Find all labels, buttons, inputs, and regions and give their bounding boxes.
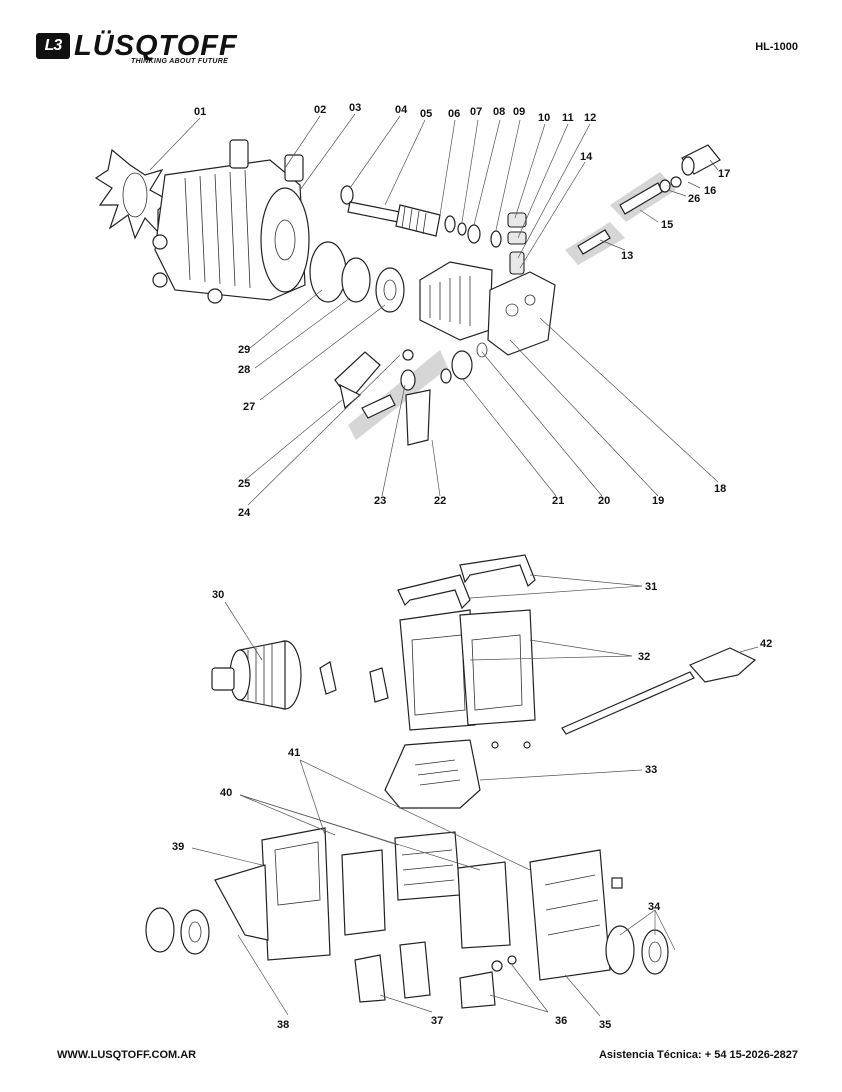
label-38: 38 [277,1019,289,1031]
leader-lines-lower [191,574,759,1017]
label-24: 24 [238,507,251,519]
pump-lower-parts [334,342,488,446]
label-15: 15 [661,219,673,231]
shaft-and-seals-parts [340,185,527,275]
gaskets-parts [309,241,405,313]
label-33: 33 [645,764,657,776]
label-04: 04 [395,104,408,116]
label-09: 09 [513,106,525,118]
label-20: 20 [598,495,610,507]
label-22: 22 [434,495,446,507]
motor-brackets-parts [354,941,517,1009]
label-21: 21 [552,495,564,507]
motor-housing-part [152,139,310,304]
label-23: 23 [374,495,386,507]
label-11: 11 [562,112,574,124]
label-03: 03 [349,102,361,114]
label-37: 37 [431,1015,443,1027]
label-40: 40 [220,787,232,799]
label-19: 19 [652,495,664,507]
label-02: 02 [314,104,326,116]
label-25: 25 [238,478,250,490]
labels-lower: 30 31 32 42 33 41 40 39 34 38 37 36 35 [172,581,772,1031]
label-14: 14 [580,151,593,163]
label-13: 13 [621,250,633,262]
label-17: 17 [718,168,730,180]
label-32: 32 [638,651,650,663]
logo-mark: L3 [36,33,70,59]
label-06: 06 [448,108,460,120]
label-16: 16 [704,185,716,197]
label-10: 10 [538,112,550,124]
footer-support: Asistencia Técnica: + 54 15-2026-2827 [598,1049,798,1061]
labels-upper: 01 02 03 04 05 06 07 08 09 10 11 12 14 1… [194,102,730,519]
label-30: 30 [212,589,224,601]
label-07: 07 [470,106,482,118]
label-36: 36 [555,1015,567,1027]
frame-bars-part [397,554,536,610]
label-12: 12 [584,112,596,124]
footer-website[interactable]: WWW.LUSQTOFF.COM.AR [57,1049,197,1061]
cabinet-part [399,609,536,731]
label-31: 31 [645,581,657,593]
label-01: 01 [194,106,206,118]
label-34: 34 [648,901,661,913]
label-26: 26 [688,193,700,205]
label-27: 27 [243,401,255,413]
label-29: 29 [238,344,250,356]
body-housings-parts [214,827,623,981]
base-part [384,739,531,809]
pump-head-part [419,261,556,356]
hose-reel-part [211,640,389,710]
label-35: 35 [599,1019,611,1031]
label-08: 08 [493,106,505,118]
brand-tagline: THINKING ABOUT FUTURE [131,58,229,65]
label-39: 39 [172,841,184,853]
spray-lance-part [561,647,757,735]
leader-lines-upper [149,113,719,506]
label-18: 18 [714,483,726,495]
label-42: 42 [760,638,772,650]
valve-assemblies-parts [565,144,721,265]
fan-part [94,148,169,240]
brand-name: LÜSQTOFF [74,30,238,62]
label-41: 41 [288,747,300,759]
label-28: 28 [238,364,250,376]
label-05: 05 [420,108,432,120]
brand-logo: L3 LÜSQTOFF THINKING ABOUT FUTURE [36,30,246,72]
model-number: HL-1000 [755,41,798,53]
